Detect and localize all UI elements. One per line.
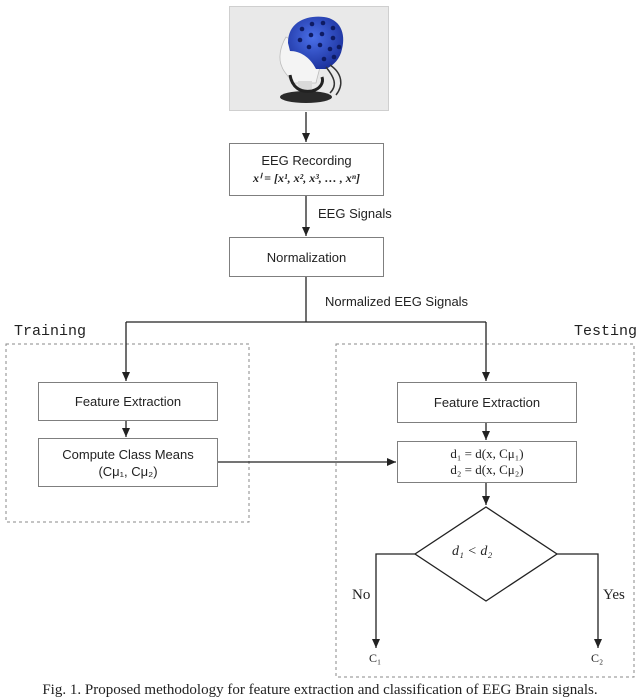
branch-label-yes: Yes [603,587,625,603]
eeg-recording-formula: xⁱ = [x¹, x², x³, … , xⁿ] [253,171,360,185]
edge-label-normalized: Normalized EEG Signals [325,294,469,309]
training-label: Training [14,323,87,340]
train-feature-extraction-box: Feature Extraction [38,382,218,421]
eeg-recording-title: EEG Recording [261,153,352,168]
eeg-cap-illustration [279,16,344,103]
output-c1: C₁ [369,651,382,665]
edge-no [372,553,415,648]
eeg-cap-image [229,6,389,111]
branch-label-no: No [352,587,371,603]
distances-box: d₁ = d(x, Cμ₁) d₂ = d(x, Cμ₂) [397,441,577,483]
test-feature-extraction-label: Feature Extraction [433,395,541,410]
train-feature-extraction-label: Feature Extraction [74,394,182,409]
output-c2: C₂ [591,651,604,665]
normalization-label: Normalization [266,249,347,265]
figure-caption: Fig. 1. Proposed methodology for feature… [42,682,598,698]
class-means-box: Compute Class Means (Cμ₁, Cμ₂) [38,438,218,487]
distance-d2: d₂ = d(x, Cμ₂) [450,462,524,477]
normalization-box: Normalization [229,237,384,277]
decision-diamond [413,506,559,602]
class-means-symbols: (Cμ₁, Cμ₂) [98,463,158,479]
edge-label-eeg-signals: EEG Signals [318,206,392,221]
training-frame [5,343,250,523]
distance-d1: d₁ = d(x, Cμ₁) [450,446,524,461]
eeg-recording-box: EEG Recording xⁱ = [x¹, x², x³, … , xⁿ] [229,143,384,196]
test-feature-extraction-box: Feature Extraction [397,382,577,423]
edge-yes [557,553,602,648]
decision-condition: d₁ < d₂ [452,544,493,559]
class-means-title: Compute Class Means [62,446,194,462]
testing-label: Testing [574,323,638,340]
testing-frame [335,343,635,678]
